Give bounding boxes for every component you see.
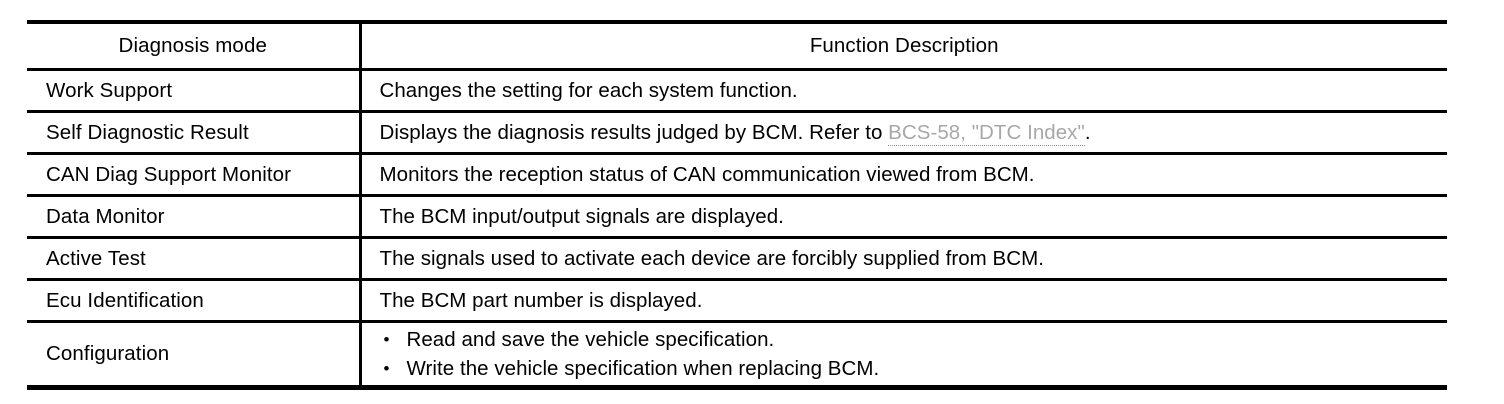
- cell-function-description: Displays the diagnosis results judged by…: [360, 111, 1447, 155]
- table-body: Work Support Changes the setting for eac…: [27, 69, 1447, 390]
- table-row: CAN Diag Support Monitor Monitors the re…: [27, 153, 1447, 197]
- table-row: Data Monitor The BCM input/output signal…: [27, 195, 1447, 239]
- cell-function-description: Changes the setting for each system func…: [360, 69, 1447, 113]
- column-header-function-description: Function Description: [360, 20, 1447, 71]
- table-row: Work Support Changes the setting for eac…: [27, 69, 1447, 113]
- table-row: Ecu Identification The BCM part number i…: [27, 279, 1447, 323]
- description-text-before-link: Displays the diagnosis results judged by…: [379, 120, 889, 144]
- list-item-label: Read and save the vehicle specification.: [406, 328, 775, 351]
- cell-function-description: The BCM part number is displayed.: [360, 279, 1447, 323]
- diagnosis-mode-table-container: Diagnosis mode Function Description Work…: [27, 20, 1447, 390]
- cell-diagnosis-mode: Ecu Identification: [27, 279, 362, 323]
- table-row: Self Diagnostic Result Displays the diag…: [27, 111, 1447, 155]
- table-header-row: Diagnosis mode Function Description: [27, 20, 1447, 71]
- table-header: Diagnosis mode Function Description: [27, 20, 1447, 71]
- cell-diagnosis-mode: CAN Diag Support Monitor: [27, 153, 362, 197]
- list-item-label: Write the vehicle specification when rep…: [406, 357, 880, 380]
- bullet-icon: •: [383, 359, 390, 378]
- list-item: • Read and save the vehicle specificatio…: [380, 325, 1438, 354]
- table-row: Configuration • Read and save the vehicl…: [27, 321, 1447, 390]
- cell-diagnosis-mode: Active Test: [27, 237, 362, 281]
- cell-function-description: Monitors the reception status of CAN com…: [360, 153, 1447, 197]
- bullet-icon: •: [383, 330, 390, 349]
- cell-function-description: The BCM input/output signals are display…: [360, 195, 1447, 239]
- list-item: • Write the vehicle specification when r…: [380, 354, 1438, 383]
- description-bullet-list: • Read and save the vehicle specificatio…: [380, 325, 1438, 383]
- cell-diagnosis-mode: Configuration: [27, 321, 362, 390]
- diagnosis-mode-table: Diagnosis mode Function Description Work…: [27, 20, 1447, 390]
- cross-reference-link-dtc-index[interactable]: BCS-58, "DTC Index": [888, 120, 1085, 146]
- cell-diagnosis-mode: Work Support: [27, 69, 362, 113]
- cell-function-description: • Read and save the vehicle specificatio…: [360, 321, 1447, 390]
- table-row: Active Test The signals used to activate…: [27, 237, 1447, 281]
- column-header-diagnosis-mode: Diagnosis mode: [27, 20, 362, 71]
- description-text-after-link: .: [1084, 120, 1091, 144]
- cell-function-description: The signals used to activate each device…: [360, 237, 1447, 281]
- cell-diagnosis-mode: Self Diagnostic Result: [27, 111, 362, 155]
- cell-diagnosis-mode: Data Monitor: [27, 195, 362, 239]
